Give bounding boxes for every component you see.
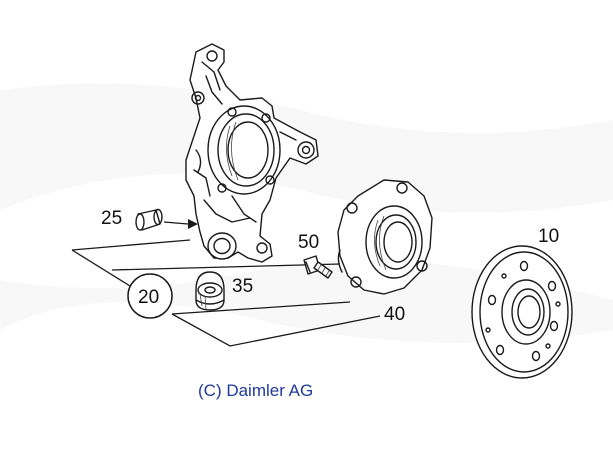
- steering-knuckle: [185, 43, 319, 263]
- callout-35: 35: [232, 276, 253, 297]
- wheel-bearing-part-40: [337, 179, 433, 295]
- callout-10: 10: [538, 226, 559, 247]
- wheel-hub-part-10: [471, 245, 573, 379]
- copyright-notice: (C) Daimler AG: [198, 381, 314, 400]
- bolt-part-50: [303, 255, 333, 279]
- callout-20: 20: [138, 287, 159, 308]
- group-leader-lines: [71, 239, 381, 347]
- callout-50: 50: [298, 232, 319, 253]
- callout-40: 40: [384, 304, 405, 325]
- callout-25: 25: [101, 208, 122, 229]
- callout-20-circle: [127, 273, 173, 319]
- rubber-mount-part-35: [195, 271, 225, 311]
- bushing-part-25: [135, 208, 198, 231]
